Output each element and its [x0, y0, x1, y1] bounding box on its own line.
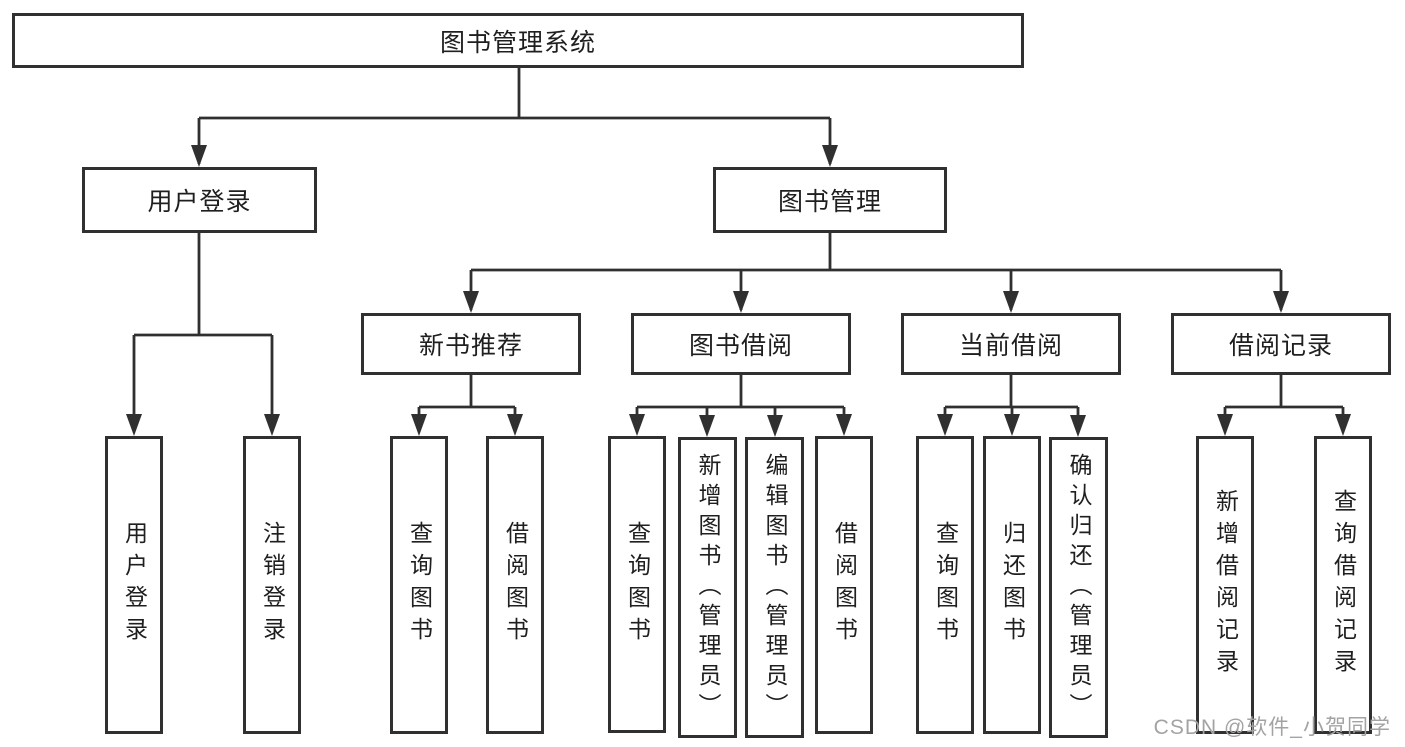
node-leaf-logout: 注销登录	[243, 436, 301, 734]
node-new-book-recommend: 新书推荐	[361, 313, 581, 375]
node-leaf-borrow-books-bor: 借阅图书	[815, 436, 873, 734]
node-leaf-user-login: 用户登录	[105, 436, 163, 734]
node-leaf-query-books-rec: 查询图书	[390, 436, 448, 734]
node-borrowing-records: 借阅记录	[1171, 313, 1391, 375]
node-leaf-query-books-bor: 查询图书	[608, 436, 666, 733]
node-root-system: 图书管理系统	[12, 13, 1024, 68]
watermark: CSDN @软件_小贺同学	[1153, 716, 1391, 739]
node-book-management: 图书管理	[713, 167, 947, 233]
node-leaf-query-borrow-rec: 查询借阅记录	[1314, 436, 1372, 734]
node-book-borrowing: 图书借阅	[631, 313, 851, 375]
node-leaf-borrow-books-rec: 借阅图书	[486, 436, 544, 734]
node-leaf-query-books-cur: 查询图书	[916, 436, 974, 734]
node-leaf-add-books-admin: 新增图书（管理员）	[678, 437, 737, 738]
node-leaf-edit-books-admin: 编辑图书（管理员）	[745, 437, 804, 738]
node-leaf-confirm-return: 确认归还（管理员）	[1049, 437, 1108, 738]
node-user-login: 用户登录	[82, 167, 317, 233]
node-current-borrowing: 当前借阅	[901, 313, 1121, 375]
node-leaf-return-books: 归还图书	[983, 436, 1041, 734]
node-leaf-add-borrow-rec: 新增借阅记录	[1196, 436, 1254, 734]
